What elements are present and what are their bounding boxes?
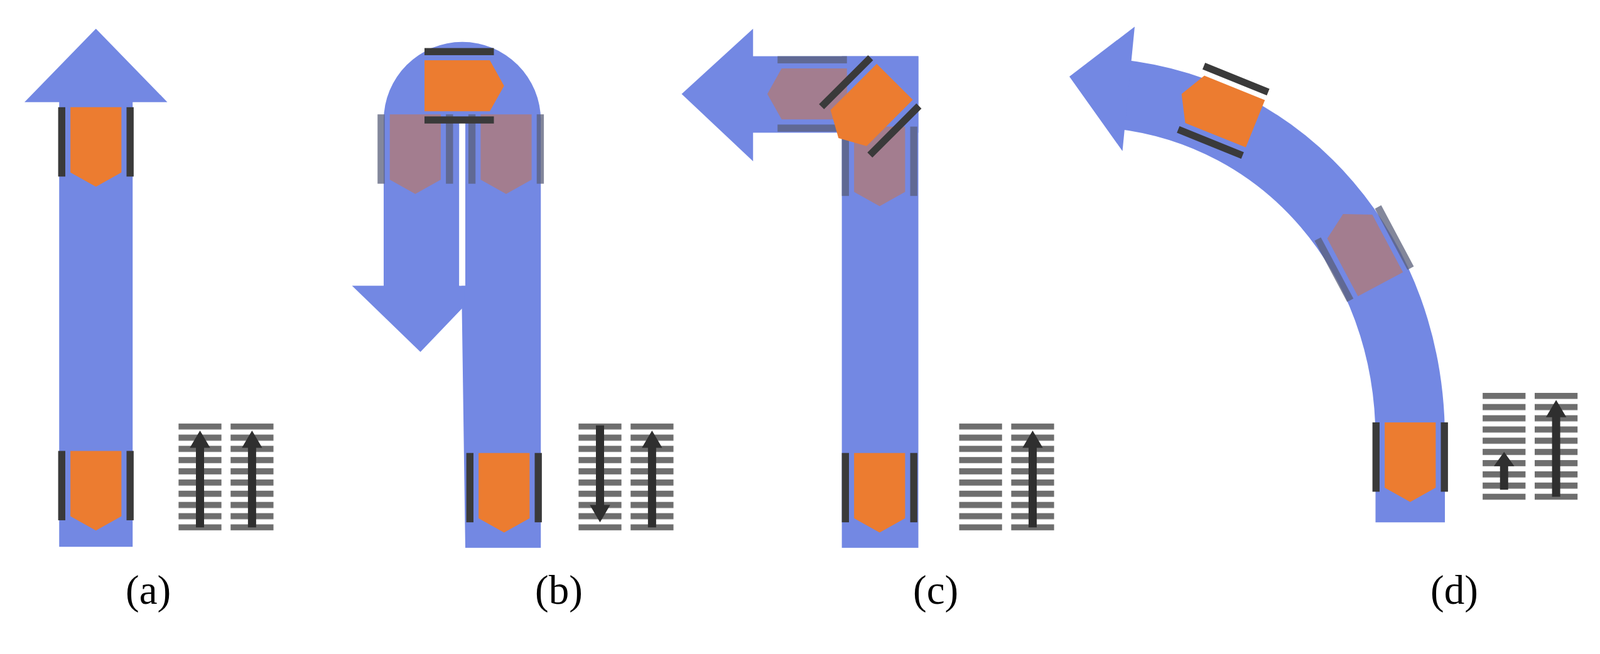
panel-d (1069, 26, 1578, 523)
panel-label: (b) (535, 570, 583, 611)
panel-label: (c) (913, 570, 959, 611)
panel-label: (d) (1430, 570, 1479, 611)
panel-a (24, 28, 274, 548)
panel-c (681, 28, 1055, 549)
panel-b (352, 42, 674, 549)
panel-label: (a) (125, 570, 171, 611)
